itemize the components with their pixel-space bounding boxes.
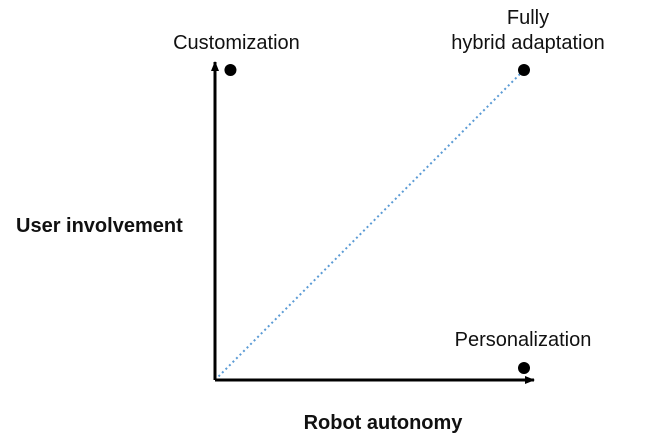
- personalization-label: Personalization: [455, 329, 592, 351]
- points-layer: Customization Fully hybrid adaptationPerso…: [173, 7, 605, 374]
- personalization-point: [518, 362, 530, 374]
- fully-hybrid-label: Fully hybrid adaptation: [451, 7, 604, 54]
- customization-label-line: Customization: [173, 32, 300, 54]
- x-axis-label: Robot autonomy: [304, 412, 464, 434]
- customization-label: Customization: [173, 32, 300, 54]
- personalization-label-line: Personalization: [455, 329, 592, 351]
- fully-hybrid-label-line: Fully: [507, 7, 549, 29]
- customization-point: [224, 64, 237, 76]
- y-axis-label: User involvement: [16, 215, 183, 237]
- fully-hybrid-label-line: hybrid adaptation: [451, 32, 604, 54]
- fully-hybrid-point: [518, 64, 530, 76]
